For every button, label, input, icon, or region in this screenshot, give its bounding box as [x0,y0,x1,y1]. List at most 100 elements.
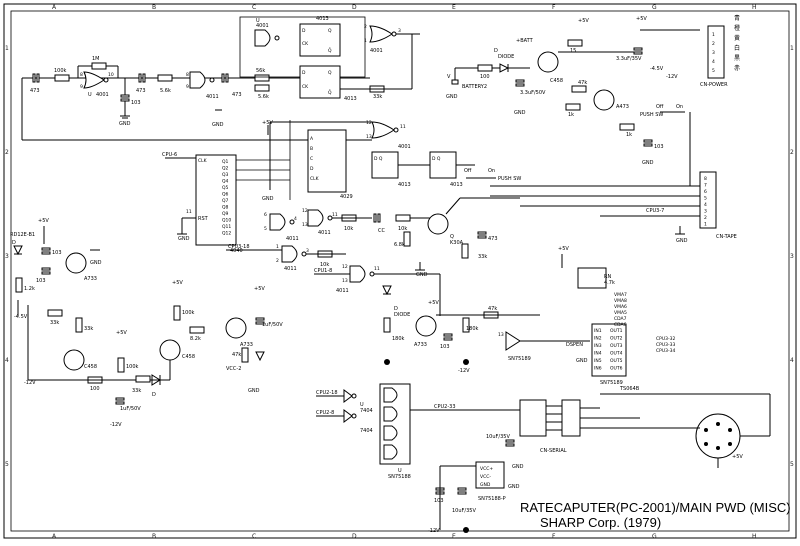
svg-text:U: U [256,18,260,24]
u4040-pin-q4: Q4 [222,179,229,185]
border-row-right-5: 5 [790,461,794,468]
svg-text:GND: GND [514,110,526,116]
border-row-right-4: 4 [790,357,794,364]
svg-text:1: 1 [364,38,367,44]
svg-text:12: 12 [342,264,348,270]
signal-cpu2-8: CPU2-8 [316,410,334,416]
cn-power-color-0: 青 [734,14,740,22]
svg-text:GND: GND [480,482,491,488]
svg-text:GND: GND [512,464,524,470]
c-103-a-label: 103 [131,100,141,106]
u4001a-label: 4001 [96,92,109,98]
off-label-b: Off [464,168,472,174]
svg-text:12: 12 [366,120,372,126]
on-label-b: On [488,168,495,174]
r-47k-b-label: 47k [232,352,241,358]
sn75189-small: 13 SN75189 [498,331,590,362]
svg-text:B: B [310,146,313,152]
signal-cpu6: CPU-6 [162,152,177,158]
r-100-b-label: 100 [90,386,100,392]
r-8k2-label: 8.2k [190,336,201,342]
border-row-left-2: 2 [5,149,9,156]
border-col-top-h: H [752,4,757,11]
r-5k6-b-label: 5.6k [258,94,269,100]
svg-text:VCC+: VCC+ [480,466,493,472]
title-line-2: SHARP Corp. (1979) [540,515,661,530]
svg-text:GND: GND [576,358,588,364]
r-33k-a-label: 33k [373,94,382,100]
c-473-c-label: 473 [232,92,242,98]
svg-text:11: 11 [332,212,338,218]
signal-cpu1-8: CPU1-8 [314,268,332,274]
off-label-a: Off [656,104,664,110]
svg-text:+5V: +5V [558,246,569,252]
c-473-a-label: 473 [30,88,40,94]
sn75188-drivers: U SN75188 CPU2-18 CPU2-8 U 7404 7404 CPU… [316,383,520,534]
cn-power-label: CN-POWER [700,82,728,88]
zener-label: RD12E-B1 [10,232,35,238]
svg-text:D: D [310,166,314,172]
svg-text:GND: GND [446,94,458,100]
svg-text:U: U [398,468,402,474]
u4029-label: 4029 [340,194,353,200]
q-a733-a-label: A733 [84,276,97,282]
u75189b-in5: IN5 [594,358,602,364]
r-33k-c-label: 33k [50,320,59,326]
border-col-top-c: C [252,4,256,11]
svg-text:A: A [310,136,314,142]
battery2-label: BATTERY2 [462,84,487,90]
svg-text:4: 4 [294,216,297,222]
svg-text:D: D [12,240,16,246]
svg-text:1: 1 [276,244,279,250]
serial-section: CN-SERIAL 10uF/35V GND TS064B +5V [486,386,771,470]
signal-vma8: VMA8 [614,298,627,304]
u4040-pin-clk: CLK [198,158,208,164]
border-col-top-a: A [52,4,57,11]
u4013d-label: 4013 [450,182,463,188]
signal-cda7: CDA7 [614,316,627,322]
cn-tape-pin-4: 4 [704,202,707,208]
c-10u35-label: 10uF/35V [486,434,510,440]
sn75188-gate [383,387,398,403]
u4011c-label: 4011 [284,266,297,272]
border-row-left-3: 3 [5,253,9,260]
c-3u3b-label: 3.3uF/50V [520,90,546,96]
signal-cda6: CDA6 [614,322,627,328]
svg-text:-4.5V: -4.5V [14,314,28,320]
border-col-top-b: B [152,4,156,11]
q-k30a-label: K30A [450,240,464,246]
r-47k-c-label: 47k [488,306,497,312]
u75189b-in3: IN3 [594,343,602,349]
svg-text:9: 9 [80,84,83,90]
u75189b-out3: OUT3 [610,343,623,349]
q-c458-c-label: C458 [182,354,195,360]
svg-text:8: 8 [186,72,189,78]
svg-text:13: 13 [342,278,348,284]
u75189b-out5: OUT5 [610,358,623,364]
svg-text:D Q: D Q [374,156,383,162]
svg-text:+5V: +5V [428,300,439,306]
r-1k2-label: 1.2k [24,286,35,292]
svg-text:-4.5V: -4.5V [650,66,664,72]
cn-power-pin-3: 3 [712,50,715,56]
cn-tape-pin-6: 6 [704,189,707,195]
r-6k8-label: 6.8k [394,242,405,248]
u75189b-label: SN75189 [600,380,623,386]
border-col-bottom-b: B [152,533,156,540]
svg-text:C: C [310,156,313,162]
svg-text:10: 10 [108,72,114,78]
svg-text:+5V: +5V [732,454,743,460]
u75189b-in4: IN4 [594,351,602,357]
cn-power-color-5: 赤 [734,65,740,72]
signal-cpu3-32: CPU3-32 [656,336,675,342]
title-block: RATECAPUTER(PC-2001)/MAIN PWD (MISC) SHA… [520,500,791,530]
svg-text:+5V: +5V [38,218,49,224]
svg-text:D Q: D Q [432,156,441,162]
r-33k-e-label: 33k [132,388,141,394]
rn-value-label: 4.7k [604,280,615,286]
r-15-label: 15 [570,48,576,54]
diode-a-label: DIODE [498,54,514,60]
